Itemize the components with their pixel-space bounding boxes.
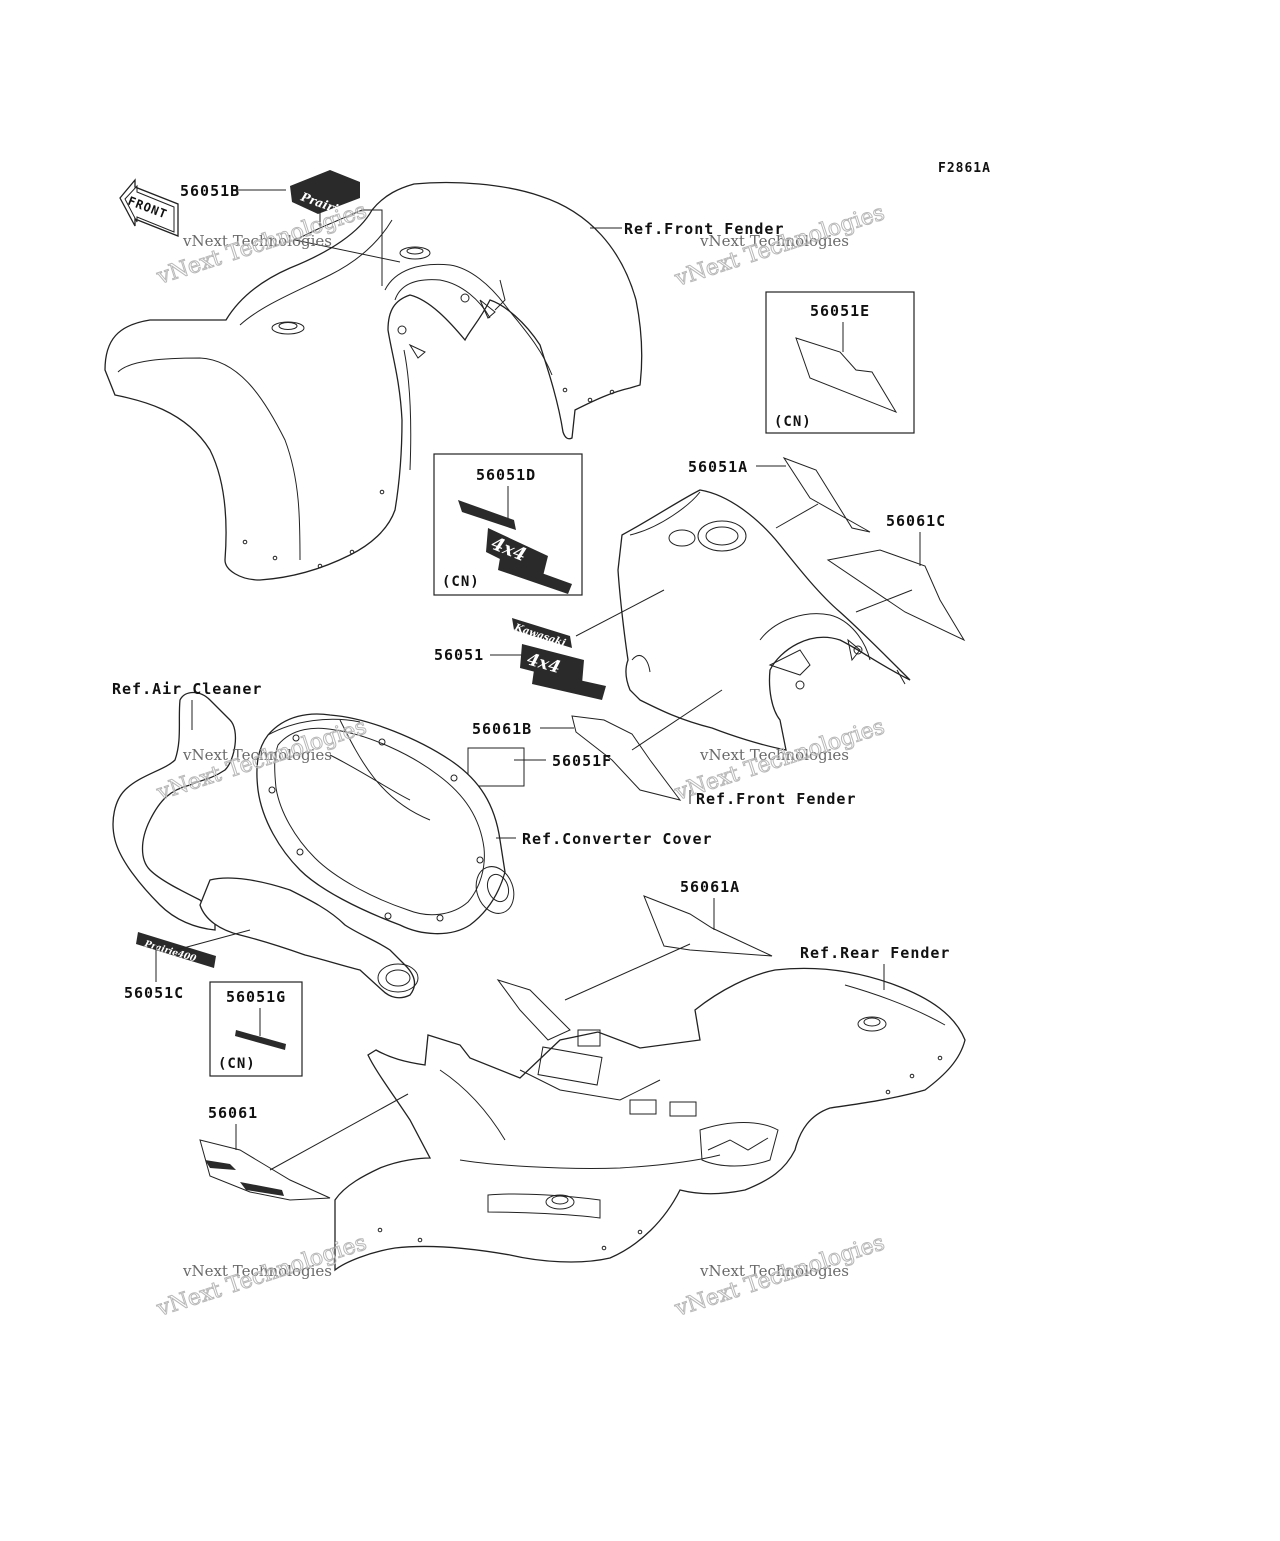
label-56051D: 56051D bbox=[476, 466, 536, 484]
decal-56051: Kawasaki 4x4 bbox=[512, 618, 606, 700]
decal-56051D: 4x4 bbox=[458, 500, 572, 594]
label-56061B: 56061B bbox=[472, 720, 532, 738]
watermark-bottom-right: vNext Technologies vNext Technologies bbox=[671, 1230, 889, 1323]
ref-front-fender-top: Ref.Front Fender bbox=[624, 220, 785, 238]
decal-56051B: Prairie bbox=[290, 170, 360, 219]
decal-56051G bbox=[235, 1030, 286, 1050]
label-56051: 56051 bbox=[434, 646, 484, 664]
svg-text:vNext Technologies: vNext Technologies bbox=[699, 746, 849, 764]
label-56051B: 56051B bbox=[180, 182, 240, 200]
svg-text:vNext Technologies: vNext Technologies bbox=[699, 1262, 849, 1280]
label-56061: 56061 bbox=[208, 1104, 258, 1122]
decal-56051E bbox=[795, 337, 898, 414]
ref-front-fender-mid: Ref.Front Fender bbox=[696, 790, 857, 808]
svg-text:vNext Technologies: vNext Technologies bbox=[182, 1262, 332, 1280]
ref-rear-fender: Ref.Rear Fender bbox=[800, 944, 950, 962]
svg-text:vNext Technologies: vNext Technologies bbox=[182, 232, 332, 250]
watermark-top-right: vNext Technologies vNext Technologies bbox=[671, 200, 889, 293]
rear-fender-drawing bbox=[334, 967, 966, 1272]
watermark-bottom-left: vNext Technologies vNext Technologies bbox=[153, 1230, 371, 1323]
figure-id: F2861A bbox=[938, 161, 991, 176]
svg-text:vNext Technologies: vNext Technologies bbox=[699, 232, 849, 250]
decal-56061 bbox=[199, 1139, 331, 1201]
cn-56051D: (CN) bbox=[442, 574, 480, 590]
cn-56051G: (CN) bbox=[218, 1056, 256, 1072]
label-56051G: 56051G bbox=[226, 988, 286, 1006]
label-56061A: 56061A bbox=[680, 878, 740, 896]
label-56051F: 56051F bbox=[552, 752, 612, 770]
cn-56051E: (CN) bbox=[774, 414, 812, 430]
front-arrow-icon: FRONT bbox=[119, 178, 179, 237]
decal-56051F bbox=[467, 747, 525, 787]
ref-air-cleaner: Ref.Air Cleaner bbox=[112, 680, 262, 698]
front-fender-center-drawing bbox=[617, 489, 911, 751]
box-56051E bbox=[765, 291, 915, 434]
label-56051E: 56051E bbox=[810, 302, 870, 320]
decal-56051A bbox=[782, 456, 871, 533]
converter-cover-drawing bbox=[112, 691, 515, 999]
decal-56061C bbox=[826, 549, 966, 642]
front-fender-top-drawing bbox=[104, 181, 643, 581]
decal-56051-brand: Kawasaki bbox=[512, 622, 567, 649]
label-56051A: 56051A bbox=[688, 458, 748, 476]
decal-56061A bbox=[643, 895, 773, 957]
ref-converter-cover: Ref.Converter Cover bbox=[522, 830, 713, 848]
svg-text:vNext Technologies: vNext Technologies bbox=[182, 746, 332, 764]
box-56051D bbox=[433, 453, 583, 596]
box-56051G bbox=[209, 981, 303, 1077]
label-56051C: 56051C bbox=[124, 984, 184, 1002]
label-56061C: 56061C bbox=[886, 512, 946, 530]
decal-56061B bbox=[571, 715, 682, 801]
